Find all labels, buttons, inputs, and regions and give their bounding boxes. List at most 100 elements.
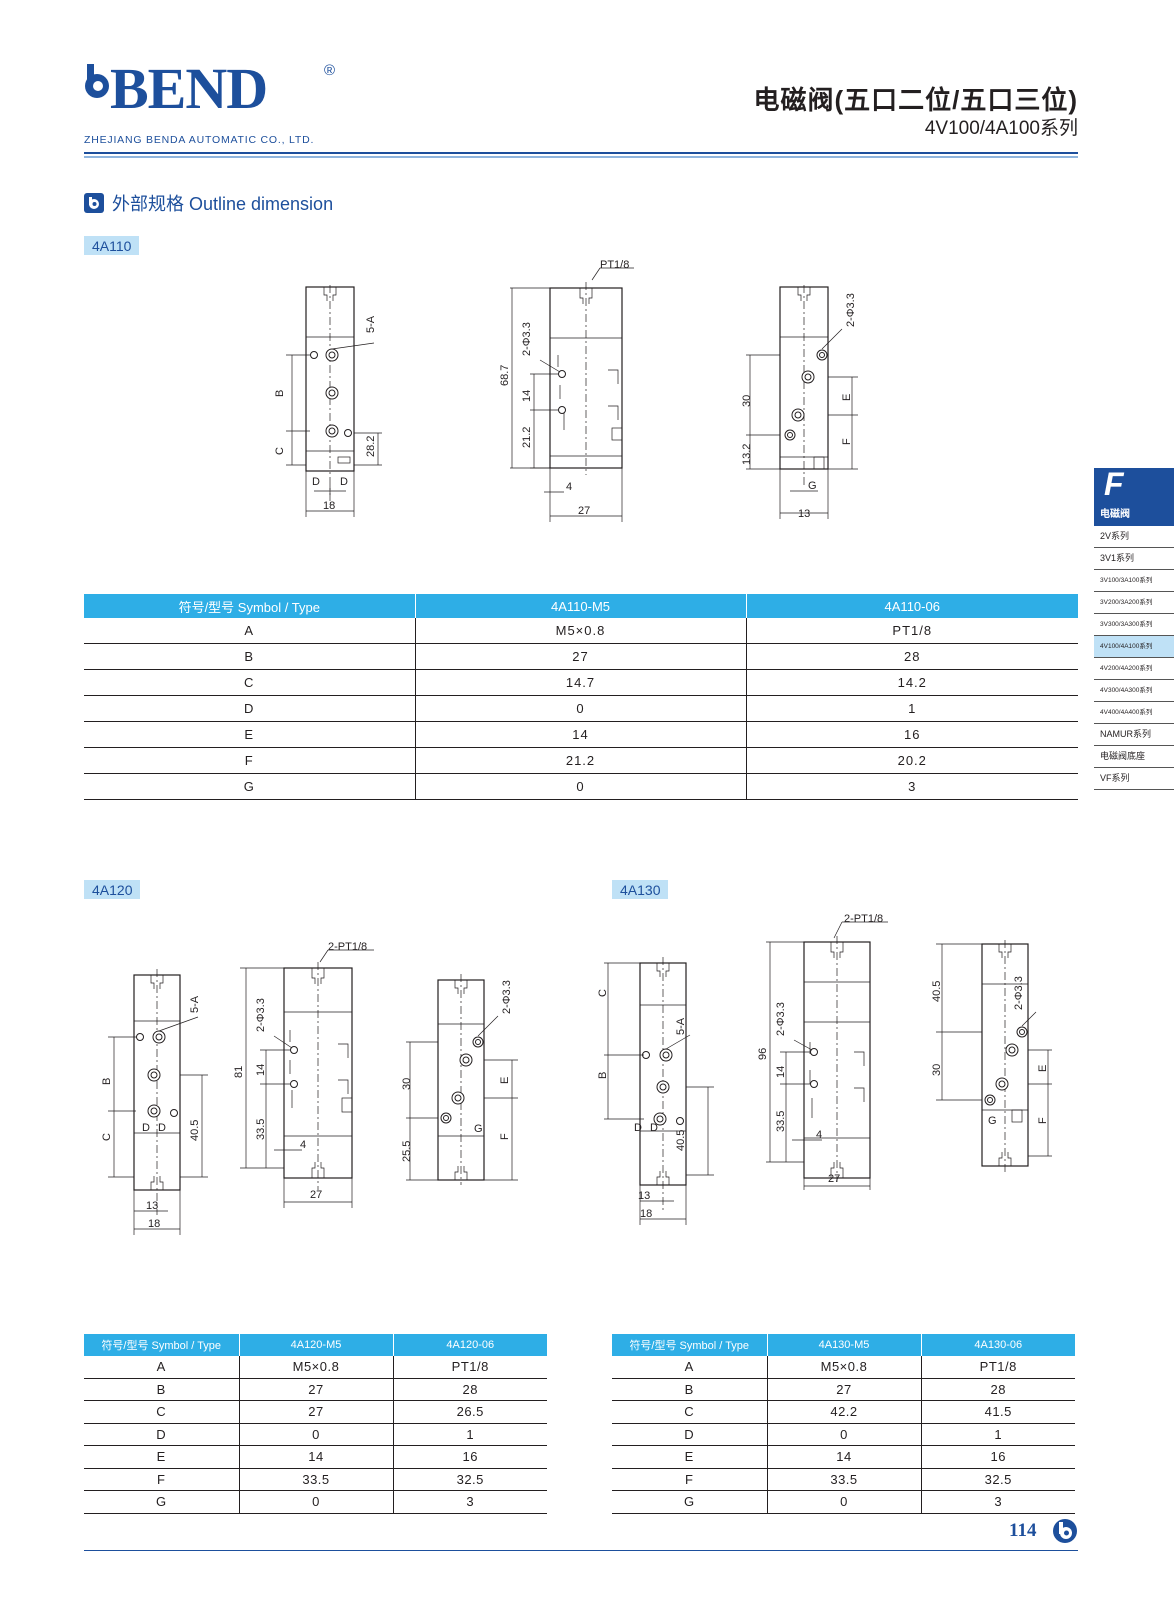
side-index-tab: F 电磁阀 2V系列 3V1系列 3V100/3A100系列 3V200/3A2… xyxy=(1094,466,1174,790)
label-81: 81 xyxy=(233,1066,245,1078)
label-18: 18 xyxy=(323,500,335,512)
header-m5: 4A130-M5 xyxy=(766,1334,921,1356)
table-cell: M5×0.8 xyxy=(238,1356,393,1379)
table-cell: 0 xyxy=(414,695,746,722)
page-number: 114 xyxy=(1009,1520,1037,1541)
side-item-3v200[interactable]: 3V200/3A200系列 xyxy=(1094,592,1174,614)
label-40-5: 40.5 xyxy=(189,1120,201,1141)
label-g: G xyxy=(808,480,817,492)
side-item-3v1[interactable]: 3V1系列 xyxy=(1094,548,1174,570)
label-2-pt18: 2-PT1/8 xyxy=(328,941,367,953)
side-tab-label: 电磁阀 xyxy=(1100,509,1130,520)
label-d-right: D xyxy=(158,1122,166,1134)
side-item-4v300[interactable]: 4V300/4A300系列 xyxy=(1094,680,1174,702)
side-tab-letter: F xyxy=(1104,466,1124,502)
table-cell: E xyxy=(84,721,415,748)
table-cell: 14.2 xyxy=(745,669,1078,696)
table-cell: A xyxy=(84,1356,239,1379)
table-cell: 27 xyxy=(766,1378,921,1401)
side-item-namur[interactable]: NAMUR系列 xyxy=(1094,724,1174,746)
table-cell: C xyxy=(84,669,415,696)
table-cell: 28 xyxy=(920,1378,1075,1401)
drawing-4a120-front: 5-A B C 40.5 D D 13 18 xyxy=(101,969,208,1235)
model-tag-4a130: 4A130 xyxy=(612,880,669,899)
model-tag-4a120: 4A120 xyxy=(84,880,141,899)
table-header-row: 符号/型号 Symbol / Type 4A130-M5 4A130-06 xyxy=(612,1334,1075,1356)
header-symbol-type: 符号/型号 Symbol / Type xyxy=(612,1334,767,1356)
label-g: G xyxy=(474,1123,483,1135)
label-13-2: 13.2 xyxy=(741,444,753,465)
label-2-phi33: 2-Φ3.3 xyxy=(521,322,533,356)
table-cell: A xyxy=(84,618,415,644)
label-f: F xyxy=(841,438,853,445)
table-cell: B xyxy=(84,643,415,670)
side-item-4v400[interactable]: 4V400/4A400系列 xyxy=(1094,702,1174,724)
page-subtitle: 4V100/4A100系列 xyxy=(924,118,1078,139)
label-f: F xyxy=(499,1133,511,1140)
label-40-5: 40.5 xyxy=(675,1130,687,1151)
section-heading: 外部规格 Outline dimension xyxy=(84,190,333,216)
registered-mark: ® xyxy=(324,62,336,79)
side-item-3v300[interactable]: 3V300/3A300系列 xyxy=(1094,614,1174,636)
table-cell: F xyxy=(84,1468,239,1491)
table-cell: 33.5 xyxy=(766,1468,921,1491)
drawing-4a130-side: 2-PT1/8 2-Φ3.3 96 14 33.5 4 27 xyxy=(757,913,888,1190)
label-f: F xyxy=(1037,1117,1049,1124)
label-18: 18 xyxy=(148,1218,160,1230)
label-g: G xyxy=(988,1115,997,1127)
side-item-4v200[interactable]: 4V200/4A200系列 xyxy=(1094,658,1174,680)
table-cell: 42.2 xyxy=(766,1400,921,1424)
table-cell: F xyxy=(612,1468,767,1491)
table-cell: 3 xyxy=(392,1490,547,1514)
label-4: 4 xyxy=(566,481,572,493)
label-b: B xyxy=(274,390,286,397)
table-cell: D xyxy=(84,1423,239,1446)
table-cell: 28 xyxy=(745,643,1078,670)
side-item-2v[interactable]: 2V系列 xyxy=(1094,526,1174,548)
side-tab-header[interactable]: F 电磁阀 xyxy=(1094,466,1174,526)
label-b: B xyxy=(101,1078,113,1085)
table-cell: D xyxy=(84,695,415,722)
label-c: C xyxy=(597,989,609,997)
drawing-4a110-back: 2-Φ3.3 30 13.2 E F G 13 xyxy=(741,285,858,520)
table-cell: 16 xyxy=(745,721,1078,748)
table-cell: 27 xyxy=(414,643,746,670)
header-m5: 4A110-M5 xyxy=(414,594,746,618)
brand-logo-word: BEND xyxy=(110,56,268,121)
label-40-5: 40.5 xyxy=(931,981,943,1002)
side-item-3v100[interactable]: 3V100/3A100系列 xyxy=(1094,570,1174,592)
table-header-row: 符号/型号 Symbol / Type 4A120-M5 4A120-06 xyxy=(84,1334,547,1356)
side-item-vf[interactable]: VF系列 xyxy=(1094,768,1174,790)
label-27: 27 xyxy=(828,1173,840,1185)
side-item-4v100-active[interactable]: 4V100/4A100系列 xyxy=(1094,636,1174,658)
table-cell: 3 xyxy=(920,1490,1075,1514)
table-cell: 14 xyxy=(766,1445,921,1469)
table-cell: B xyxy=(612,1378,767,1401)
footer-brand-icon xyxy=(1053,1519,1077,1543)
drawing-4a130-back: 2-Φ3.3 40.5 30 E F G xyxy=(931,940,1052,1172)
label-e: E xyxy=(1037,1065,1049,1072)
table-cell: E xyxy=(612,1445,767,1469)
table-cell: 14.7 xyxy=(414,669,746,696)
table-cell: 1 xyxy=(392,1423,547,1446)
table-cell: 27 xyxy=(238,1378,393,1401)
header-06: 4A120-06 xyxy=(392,1334,547,1356)
label-d-left: D xyxy=(312,476,320,488)
label-e: E xyxy=(499,1077,511,1084)
side-item-base[interactable]: 电磁阀底座 xyxy=(1094,746,1174,768)
brand-logo-mark xyxy=(85,64,109,98)
label-96: 96 xyxy=(757,1048,769,1060)
table-cell: 0 xyxy=(766,1490,921,1514)
table-cell: 28 xyxy=(392,1378,547,1401)
